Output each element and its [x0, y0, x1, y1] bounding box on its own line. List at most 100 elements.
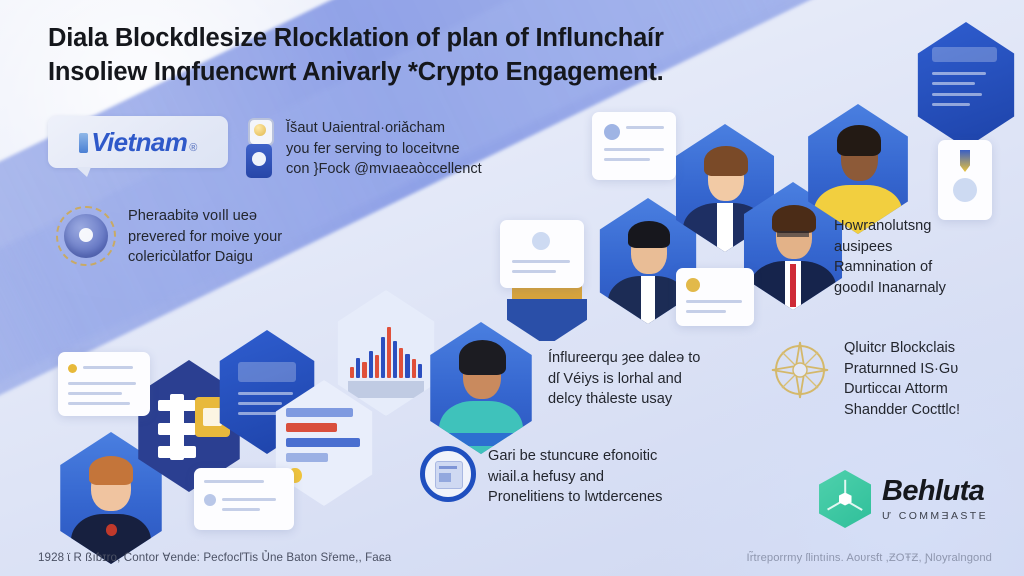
- vietnam-badge: Vietnam ®: [48, 116, 228, 177]
- hex-tile-analytics-left: [275, 380, 373, 506]
- avatar-necktie: [789, 263, 797, 308]
- dashboard-row: [238, 401, 283, 405]
- avatar-shirt: [717, 203, 733, 252]
- callout-medal: Ĭšaut Uaientral·oriǎcham you fer serving…: [244, 118, 544, 180]
- chart-bar: [374, 354, 379, 379]
- compass-star-icon: [768, 338, 832, 402]
- floating-card-doc-right: [676, 268, 754, 326]
- circular-seal-icon: [56, 206, 116, 266]
- avatar-badge-accent: [106, 524, 117, 537]
- logo-subtitle: Ư COMMƎASTE: [882, 509, 988, 522]
- callout-seal-text: Pheraabitǝ voıll ueǝ prevered for moive …: [128, 208, 283, 266]
- vietnam-badge-text: Vietnam ®: [79, 127, 197, 158]
- callout-right-upper-text: Howranolutsng ausipees Ramnination of go…: [834, 218, 946, 297]
- callout-center-text: Ínflureerqu ȝee daleǝ to dſ Véiys is lor…: [548, 350, 701, 408]
- avatar-hair: [88, 455, 134, 485]
- chart-bar: [362, 362, 367, 379]
- card-line: [68, 392, 122, 395]
- card-line: [686, 300, 742, 303]
- chart-bar: [411, 359, 416, 379]
- callout-seal: Pheraabitǝ voıll ueǝ prevered for moive …: [56, 206, 356, 268]
- card-avatar-dot: [204, 494, 216, 506]
- card-icon-dot: [686, 278, 700, 292]
- avatar-desk: [443, 432, 519, 447]
- dashboard-block: [238, 362, 296, 383]
- callout-ring-doc: Gari be stuncuʀe efonoitic wiail.a hefus…: [420, 446, 750, 508]
- avatar-hair: [772, 205, 816, 234]
- hexagon-network-logo-icon: [819, 470, 872, 528]
- callout-right-upper: Howranolutsng ausipees Ramnination of go…: [834, 216, 1014, 299]
- bar-chart: [350, 325, 422, 379]
- key-tooth-2: [158, 423, 197, 436]
- ring-document-icon: [420, 446, 476, 502]
- dashboard-block: [932, 47, 998, 63]
- vietnam-mark-icon: [79, 132, 89, 153]
- card-line: [222, 498, 276, 501]
- card-line: [204, 480, 264, 483]
- dashboard-row: [932, 102, 971, 106]
- card-line: [604, 148, 664, 151]
- floating-card-doc-upper: [592, 112, 676, 180]
- chart-bar: [350, 366, 355, 379]
- footer-left-text: 1928 ɩ̈ R ßıɓɪro, Contor ∀ende: PecfocľT…: [38, 551, 392, 564]
- floating-card-medal-right: [938, 140, 992, 220]
- dashboard-panel: [917, 22, 1015, 148]
- card-line: [83, 366, 133, 369]
- callout-medal-text: Ĭšaut Uaientral·oriǎcham you fer serving…: [286, 120, 482, 178]
- document-glyph: [435, 461, 463, 489]
- card-line: [68, 402, 130, 405]
- analytics-bar: [285, 437, 360, 447]
- page-title: Diala Blockdlesize Rlocklation of plan o…: [48, 22, 768, 90]
- registered-mark: ®: [189, 141, 197, 154]
- card-line: [512, 260, 570, 263]
- dashboard-row: [238, 392, 294, 395]
- card-line: [626, 126, 664, 129]
- chart-bar: [368, 350, 373, 379]
- card-dot: [68, 364, 77, 373]
- medal-ring: [248, 118, 274, 146]
- logo-spoke: [844, 499, 863, 511]
- floating-card-doc-center: [500, 220, 584, 288]
- behluta-logo: Behluta Ư COMMƎASTE: [819, 470, 988, 528]
- chart-bar: [399, 347, 404, 379]
- hex-tile-person-teal: [430, 322, 532, 454]
- card-icon-dot: [604, 124, 620, 140]
- logo-spoke: [844, 479, 846, 500]
- card-line: [512, 270, 556, 273]
- avatar-hair: [704, 145, 748, 177]
- hex-tile-person-redshirt: [60, 432, 162, 564]
- dashboard-row: [932, 72, 987, 76]
- callout-compass: Qluitcr Blockclais Praturnned IS·Gᴜ Durt…: [768, 338, 1018, 421]
- card-line: [222, 508, 260, 511]
- chart-bar: [393, 341, 398, 379]
- callout-ring-doc-text: Gari be stuncuʀe efonoitic wiail.a hefus…: [488, 448, 663, 506]
- avatar-hair: [458, 340, 506, 375]
- avatar-hair: [837, 124, 882, 156]
- title-line-2: Insoliew Inqfuencwrt Anivarly *Crypto En…: [48, 57, 664, 86]
- logo-spoke: [827, 499, 846, 511]
- key-tooth-3: [158, 445, 197, 458]
- seal-inner-disc: [64, 214, 108, 258]
- seal-outer-ring: [56, 206, 116, 266]
- card-icon-dot: [532, 232, 550, 250]
- hex-tile-dashboard-top: [917, 22, 1015, 148]
- title-line-1: Diala Blockdlesize Rlocklation of plan o…: [48, 24, 664, 52]
- key-tooth-1: [158, 399, 197, 412]
- chart-baseline: [347, 380, 425, 399]
- logo-text-group: Behluta Ư COMMƎASTE: [882, 474, 988, 522]
- logo-name: Behluta: [882, 474, 985, 507]
- avatar-glasses-icon: [777, 230, 809, 238]
- card-line: [686, 310, 726, 313]
- dashboard-row: [932, 82, 975, 86]
- avatar-hair: [627, 220, 671, 249]
- medal-icon: [244, 118, 274, 180]
- chart-bar: [417, 364, 422, 379]
- chart-bar: [380, 336, 385, 379]
- card-line: [604, 158, 650, 161]
- footer-right-text: Ir̃treporrmy ſlintıins. Aoʋrsƭt ,ƵOŦƵ, Ɲ…: [746, 552, 992, 564]
- avatar-body: [507, 298, 587, 342]
- medal-body: [246, 144, 272, 178]
- dashboard-row: [932, 92, 982, 96]
- callout-center: Ínflureerqu ȝee daleǝ to dſ Véiys is lor…: [548, 348, 758, 410]
